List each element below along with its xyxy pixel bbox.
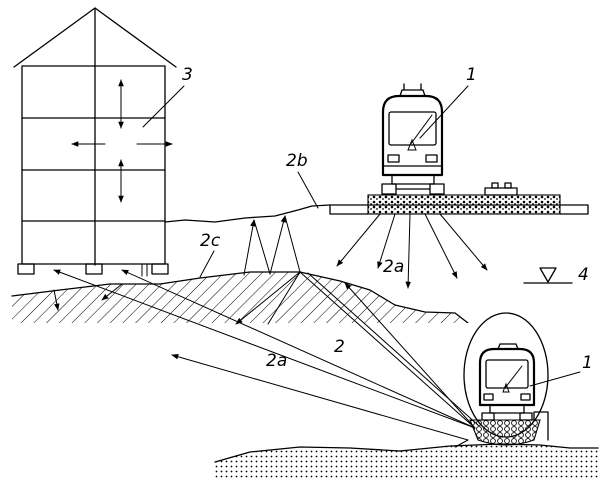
label-groundwater-4: 4 [578, 265, 589, 285]
tunnel-train [478, 343, 536, 421]
tunnel-propagation-paths [53, 269, 479, 448]
label-path-2c: 2c [200, 231, 221, 251]
label-1-top: 1 [419, 65, 477, 139]
label-3: 3 [142, 65, 193, 128]
reflection-paths [235, 215, 301, 325]
label-path-2a-right: 2a [383, 257, 404, 277]
label-path-2a-left: 2a [266, 351, 287, 371]
surface-train [381, 83, 445, 195]
label-2c: 2c [199, 231, 221, 278]
label-path-2b: 2b [286, 151, 308, 171]
ground-surface-line [164, 204, 331, 223]
label-train-1: 1 [466, 65, 477, 85]
label-tunnel-train-1: 1 [582, 353, 593, 373]
label-building-3: 3 [182, 65, 193, 85]
tunnel-ballast [469, 419, 541, 446]
surface-track [329, 182, 589, 215]
label-ground-2: 2 [334, 337, 345, 357]
soil-layer [12, 272, 468, 323]
deep-ground [215, 444, 598, 478]
deep-ground-line [214, 443, 599, 463]
building-vibration-arrows [71, 79, 173, 203]
label-2b: 2b [286, 151, 319, 209]
track-radiation-arrows [336, 213, 488, 289]
building [13, 7, 177, 277]
label-1-tunnel: 1 [529, 353, 593, 387]
groundwater-symbol: 4 [523, 265, 589, 285]
